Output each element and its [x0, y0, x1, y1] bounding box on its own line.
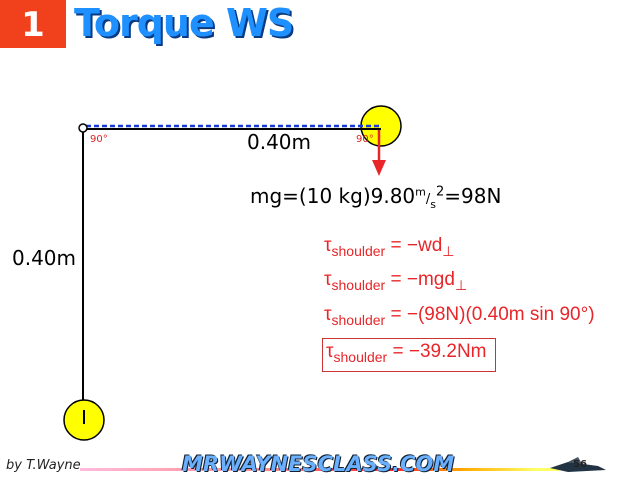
equation-subscript: shoulder [331, 311, 386, 328]
equation-2: τshoulder = −mgd⊥ [324, 269, 467, 294]
equation-symbol: τ [326, 341, 334, 362]
answer-box [322, 338, 496, 372]
forearm-length-label: 0.40m [247, 130, 312, 154]
hand-angle-label: 90° [356, 134, 374, 145]
byline: by T.Wayne [6, 458, 81, 473]
footer-stripe [80, 468, 560, 471]
weight-unit-exponent: 2 [436, 184, 445, 200]
equation-symbol: τ [324, 269, 332, 290]
shoulder-angle-label: 90° [90, 134, 108, 145]
equation-1: τshoulder = −wd⊥ [324, 235, 454, 260]
equation-3: τshoulder = −(98N)(0.40m sin 90°) [324, 304, 595, 328]
equation-rhs: = −wd [390, 235, 443, 256]
equation-subscript: shoulder [331, 276, 386, 293]
pivot-circle [78, 123, 88, 133]
weight-label: mg=(10 kg)9.80m/s2=98N [250, 184, 501, 211]
equation-symbol: τ [324, 304, 332, 325]
slide-number: 1 [0, 0, 66, 48]
page-number: 56 [573, 459, 587, 470]
weight-unit-slash: / [425, 192, 431, 207]
slide-title: Torque WS [74, 1, 294, 45]
weight-expression: mg=(10 kg)9.80 [250, 184, 416, 208]
equation-subscript: shoulder [331, 242, 386, 259]
equation-symbol: τ [324, 235, 332, 256]
weight-unit-denominator: s [430, 198, 436, 211]
weight-arrow-head [372, 160, 386, 176]
equation-rhs: = −(98N)(0.40m sin 90°) [390, 304, 595, 325]
site-link[interactable]: MRWAYNESCLASS.COM [182, 452, 455, 476]
perpendicular-symbol: ⊥ [454, 276, 468, 293]
equation-rhs: = −mgd [390, 269, 455, 290]
weight-unit-numerator: m [415, 185, 426, 199]
perpendicular-symbol: ⊥ [442, 242, 455, 259]
weight-result: =98N [444, 184, 502, 208]
equation-rhs: = −39.2Nm [392, 341, 487, 362]
rocket-body [550, 462, 606, 472]
rocket-fin [568, 457, 582, 464]
rocket-icon [550, 457, 606, 472]
equation-subscript: shoulder [333, 348, 388, 365]
equation-answer: τshoulder = −39.2Nm [326, 341, 487, 365]
upper-arm-length-label: 0.40m [12, 246, 77, 270]
